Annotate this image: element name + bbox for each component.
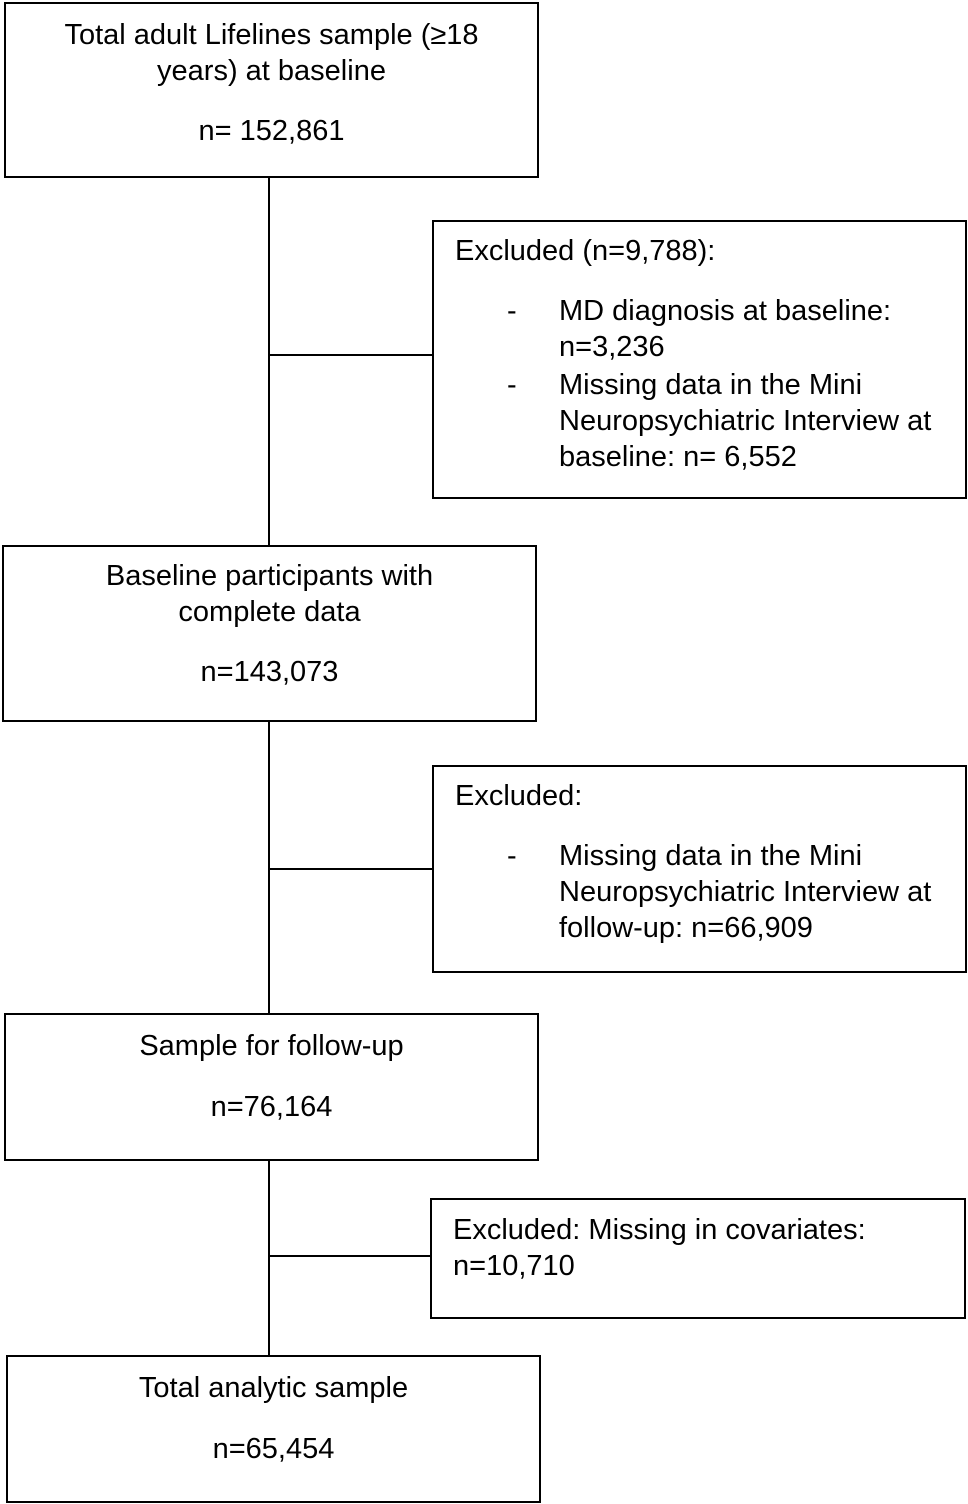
baseline-complete-count: n=143,073 <box>200 656 339 688</box>
excluded-1-item-2-text: Missing data in the Mini Neuropsychiatri… <box>559 369 932 473</box>
excluded-1-heading: Excluded (n=9,788): <box>455 235 716 267</box>
baseline-complete-title: Baseline participants with complete data <box>105 560 434 628</box>
analytic-sample-title: Total analytic sample <box>138 1372 409 1404</box>
excluded-box-1: Excluded (n=9,788): - MD diagnosis at ba… <box>432 220 967 499</box>
excluded-box-3: Excluded: Missing in covariates: n=10,71… <box>430 1198 966 1319</box>
bullet-dash: - <box>507 295 517 327</box>
excluded-3-text: Excluded: Missing in covariates: n=10,71… <box>453 1214 866 1282</box>
excluded-2-item-1-text: Missing data in the Mini Neuropsychiatri… <box>559 840 932 944</box>
connector-2 <box>268 720 270 1015</box>
connector-3 <box>268 1160 270 1357</box>
excluded-1-item-1-text: MD diagnosis at baseline: n=3,236 <box>559 295 892 363</box>
analytic-sample-count: n=65,454 <box>212 1433 335 1465</box>
bullet-dash: - <box>507 369 517 401</box>
total-sample-title: Total adult Lifelines sample (≥18 years)… <box>64 19 479 87</box>
bullet-dash: - <box>507 840 517 872</box>
connector-1 <box>268 176 270 546</box>
analytic-sample-box: Total analytic sample n=65,454 <box>6 1355 541 1503</box>
total-sample-box: Total adult Lifelines sample (≥18 years)… <box>4 2 539 178</box>
excluded-1-item-1: - MD diagnosis at baseline: n=3,236 <box>455 293 955 365</box>
excluded-2-item-1: - Missing data in the Mini Neuropsychiat… <box>455 838 955 946</box>
branch-excluded-3 <box>268 1255 433 1257</box>
followup-sample-count: n=76,164 <box>210 1091 333 1123</box>
followup-sample-title: Sample for follow-up <box>139 1030 404 1062</box>
branch-excluded-1 <box>268 354 433 356</box>
branch-excluded-2 <box>268 868 433 870</box>
excluded-2-heading: Excluded: <box>455 780 583 812</box>
baseline-complete-box: Baseline participants with complete data… <box>2 545 537 722</box>
excluded-box-2: Excluded: - Missing data in the Mini Neu… <box>432 765 967 973</box>
total-sample-count: n= 152,861 <box>198 115 345 147</box>
followup-sample-box: Sample for follow-up n=76,164 <box>4 1013 539 1161</box>
excluded-1-item-2: - Missing data in the Mini Neuropsychiat… <box>455 367 955 475</box>
